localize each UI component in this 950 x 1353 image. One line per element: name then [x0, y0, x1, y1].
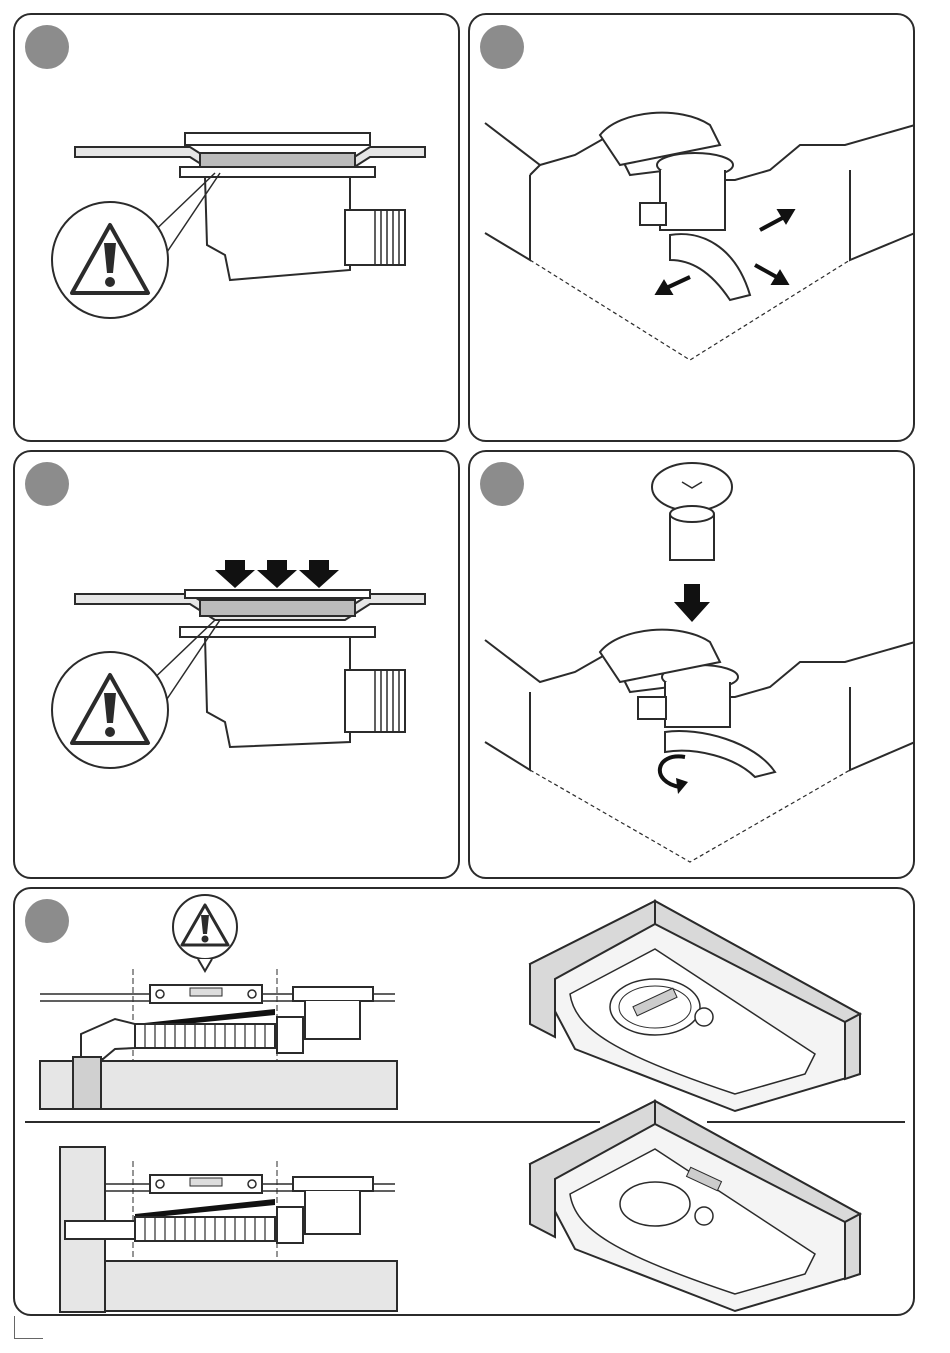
installation-section-illustration: [15, 889, 915, 1316]
spirit-level-icon: [150, 1175, 262, 1193]
step-panel-1: [13, 13, 460, 442]
step-panel-5: [13, 887, 915, 1316]
step-panel-3: [13, 450, 460, 879]
tray-adjustment-illustration: [470, 15, 915, 442]
drain-cross-section-illustration: [15, 15, 460, 442]
rotate-arrow-icon: [660, 756, 688, 794]
press-down-arrows-icon: [215, 560, 339, 588]
cover-install-illustration: [470, 452, 915, 879]
crop-mark: [14, 1316, 43, 1339]
step-panel-2: [468, 13, 915, 442]
drain-press-illustration: [15, 452, 460, 879]
down-arrow-icon: [674, 584, 710, 622]
spirit-level-icon: [150, 985, 262, 1003]
step-panel-4: [468, 450, 915, 879]
